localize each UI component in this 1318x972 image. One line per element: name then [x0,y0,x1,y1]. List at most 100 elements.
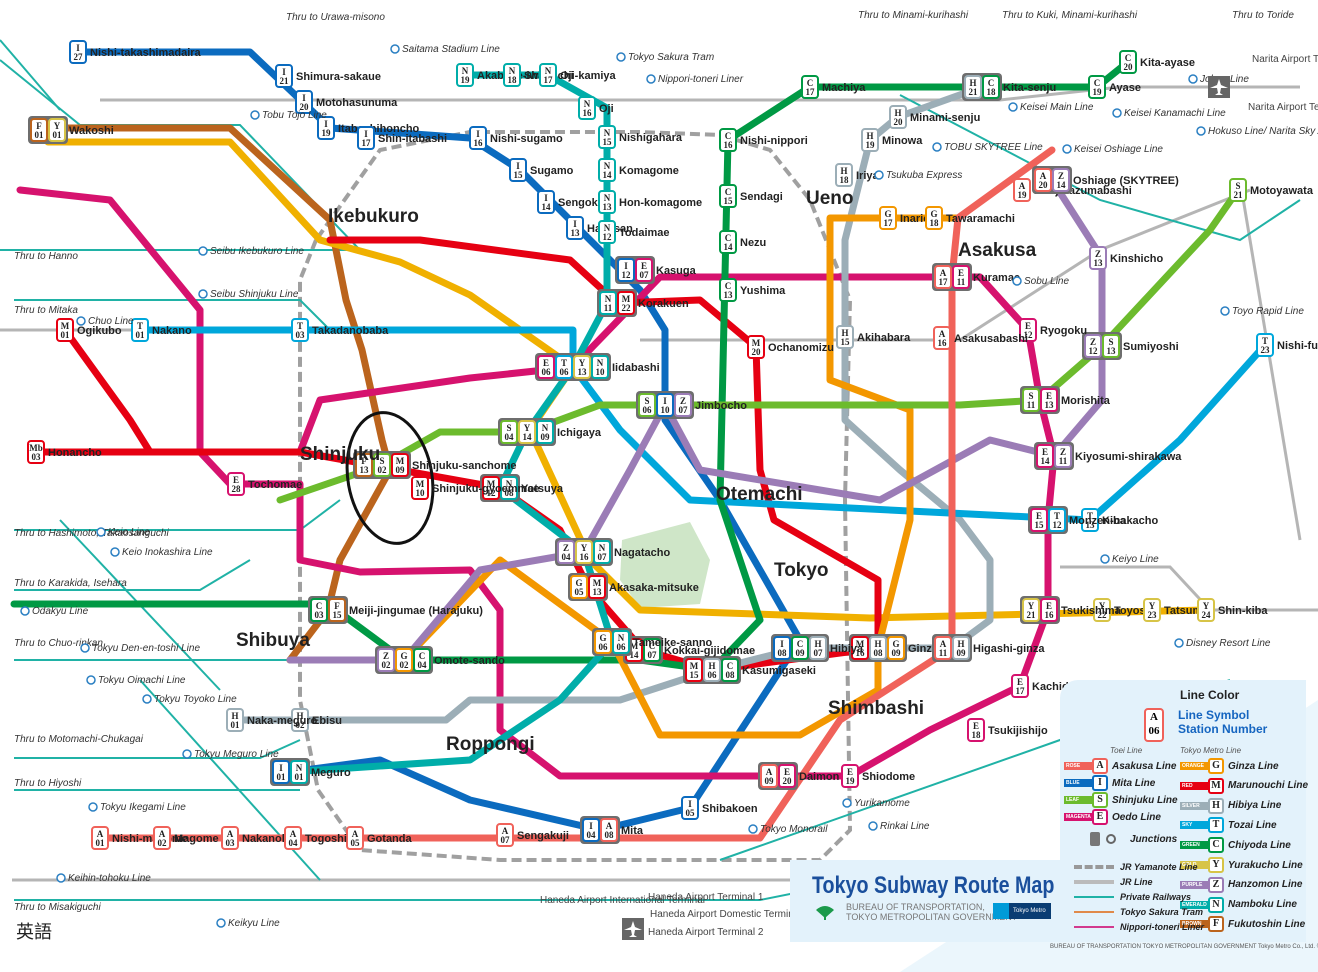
line-letter: N [509,66,516,76]
line-style-sample [1074,880,1114,884]
station-number-box [925,206,943,230]
line-letter: T [1087,511,1093,521]
station-name: Shinjuku-gyoemmae [432,483,540,495]
copyright-text: BUREAU OF TRANSPORTATION TOKYO METROPOLI… [1050,944,1318,950]
station-number: 16 [474,138,484,148]
through-service-label: Thru to Motomachi-Chukagai [14,734,144,745]
station-number: 03 [226,838,236,848]
line-letter: Z [1058,171,1064,181]
major-station-label: Tokyo [774,560,829,581]
major-station-label: Shimbashi [828,698,924,719]
railway-logo-icon [1188,74,1198,84]
line-letter: C [988,78,995,88]
line-letter: C [419,651,426,661]
line-letter: S [1028,391,1033,401]
station-name: Ebisu [312,715,342,727]
line-letter: H [957,639,964,649]
line-letter: E [233,475,239,485]
line-letter: C [725,131,732,141]
